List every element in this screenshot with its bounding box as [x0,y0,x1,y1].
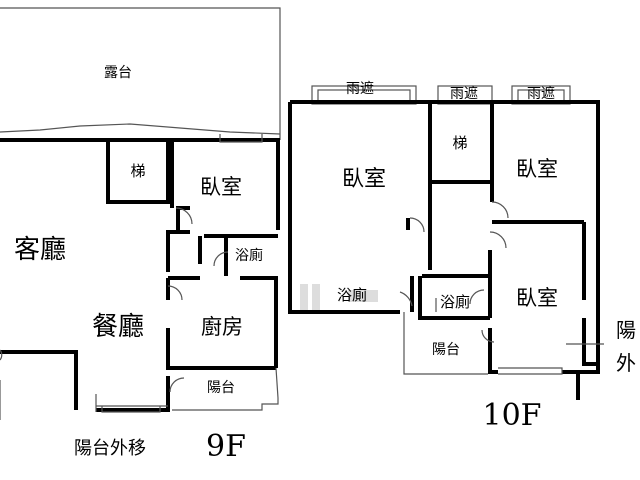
watermark [300,284,378,310]
label-10f-canopy-b: 雨遮 [450,86,478,102]
label-10f-floor: 10F [483,398,542,433]
label-9f-terrace: 露台 [104,65,132,81]
label-10f-side-a: 陽 [616,318,636,342]
label-10f-bath-a: 浴廁 [337,286,367,304]
label-9f-stairs: 梯 [130,162,145,180]
label-10f-bedroom-b: 臥室 [516,157,558,181]
label-9f-bedroom: 臥室 [200,175,242,199]
label-10f-balcony: 陽台 [432,342,460,358]
label-9f-bath: 浴廁 [235,247,263,264]
label-9f-dining: 餐廳 [92,312,144,342]
label-10f-side-b: 外 [616,351,636,375]
walls-9f [0,138,280,412]
label-9f-balcony: 陽台 [207,380,235,396]
label-10f-bedroom-c: 臥室 [516,286,558,310]
label-10f-canopy-a: 雨遮 [346,81,374,97]
label-10f-bath-b: 浴廁 [440,293,470,311]
thin-walls-10f [399,201,604,375]
label-9f-note: 陽台外移 [74,438,146,459]
thin-walls-9f [0,134,279,420]
label-9f-kitchen: 廚房 [201,315,243,339]
walls-10f [288,100,600,400]
label-9f-floor: 9F [206,429,246,464]
label-9f-living: 客廳 [14,235,66,265]
terrace-outline [0,7,281,140]
label-10f-stairs: 梯 [452,134,467,152]
label-10f-bedroom-a: 臥室 [342,167,386,192]
label-10f-canopy-c: 雨遮 [527,86,555,102]
